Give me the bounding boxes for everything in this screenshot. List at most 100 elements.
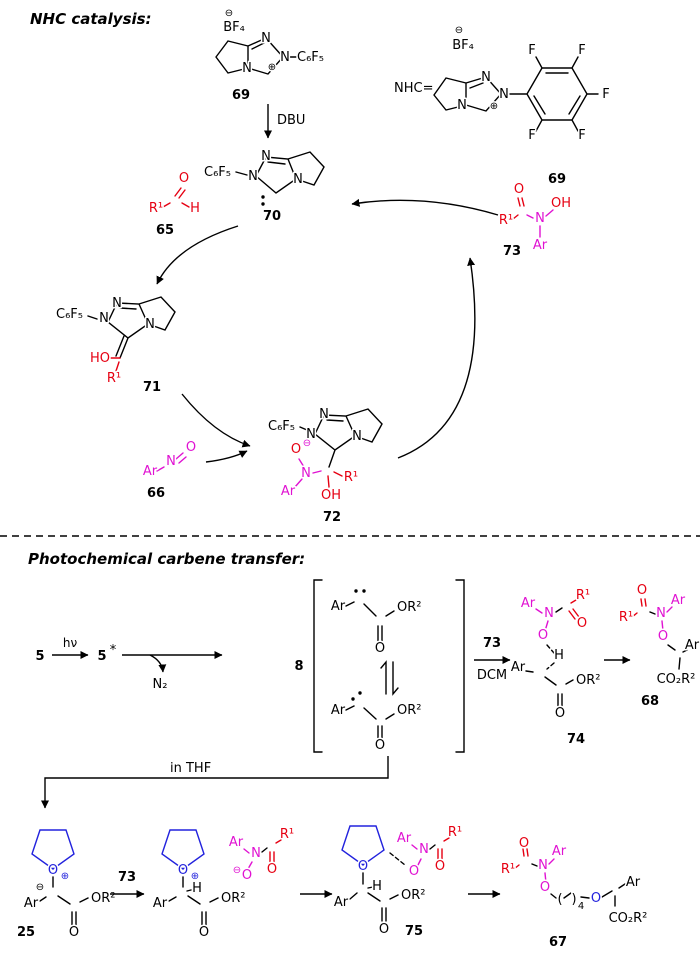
compound-8-bracketed: Ar O OR² Ar O OR² (313, 579, 465, 755)
nitrogen-label: N (301, 466, 311, 481)
nhc-section-title: NHC catalysis: (30, 10, 152, 28)
thf-branch-arrow (41, 756, 389, 809)
oxygen-label: O (48, 863, 58, 878)
minus-charge: ⊖ (303, 438, 311, 449)
compound-67-black-bonds (531, 863, 626, 907)
oxygen-label: O (242, 868, 252, 883)
nitrogen-label: N (242, 61, 252, 76)
nitrogen-label: N (248, 169, 258, 184)
nitrogen-label: N (352, 429, 362, 444)
compound-number-25: 25 (17, 925, 35, 940)
compound-69-skeleton (215, 37, 297, 75)
oxygen-label: O (375, 641, 385, 656)
hydroxyl-label: OH (551, 196, 571, 211)
chain-subscript-4: 4 (578, 901, 584, 912)
aryl-label: Ar (281, 484, 296, 499)
solvent-dcm: DCM (477, 668, 507, 683)
aryl-label: Ar (143, 464, 158, 479)
pentafluorophenyl-label: C₆F₅ (268, 419, 295, 434)
oxygen-label: O (658, 629, 668, 644)
oxide-oxygen-label: O (291, 442, 301, 457)
reagent-hv: hν (63, 636, 78, 650)
nitrogen-label: N (306, 427, 316, 442)
carbene-section: Photochemical carbene transfer: 5 hν 5 *… (15, 549, 700, 952)
compound-74-structure: Ar N R¹ O O H Ar O OR² 74 (509, 587, 602, 749)
compound-number-69: 69 (548, 172, 566, 187)
aryl-label: Ar (397, 831, 412, 846)
aryl-label: Ar (331, 703, 346, 718)
hydroxyl-label: OH (321, 488, 341, 503)
pentafluorophenyl-label: C₆F₅ (56, 307, 83, 322)
hydrogen-label: H (192, 881, 202, 896)
bracket-left (313, 579, 323, 753)
nitrogen-label: N (261, 31, 271, 46)
compound-68-structure: O R¹ N Ar O Ar CO₂R² 68 (617, 582, 700, 711)
compound-69-salt-structure: ⊖ BF₄ N N N ⊕ C₆F₅ 69 (215, 7, 325, 105)
dcm-step: 73 DCM (474, 635, 511, 685)
compound-number-70: 70 (263, 209, 281, 224)
aryl-label: Ar (521, 596, 536, 611)
thf-ring (341, 825, 385, 866)
compound-67-red-bonds (513, 848, 529, 870)
minus-charge: ⊖ (36, 882, 44, 893)
ester-label: OR² (397, 600, 421, 615)
compound-70-skeleton (235, 151, 325, 194)
r1-label: R¹ (576, 588, 590, 603)
aryl-label: Ar (24, 896, 39, 911)
lone-pair-dot (261, 195, 265, 199)
compound-number-73: 73 (503, 244, 521, 259)
plus-charge: ⊕ (268, 62, 276, 73)
singlet-carbene-structure: Ar O OR² (329, 589, 423, 658)
compound-75-structure: O Ar N O R¹ O H Ar O OR² 75 (332, 824, 463, 941)
oxygen-label: O (186, 440, 196, 455)
compound-73-structure: R¹ O N OH Ar 73 (497, 181, 572, 261)
compound-67-structure: O R¹ N Ar O ( ) 4 O Ar CO₂R² 67 (499, 835, 649, 952)
aryl-label: Ar (552, 844, 567, 859)
compound-25-structure: O ⊕ ⊖ Ar O OR² 25 (15, 829, 117, 942)
bf4-counterion: BF₄ (223, 20, 245, 35)
plus-charge: ⊕ (191, 871, 199, 882)
singlet-carbene-skeleton (345, 601, 395, 642)
nitrogen-label: N (261, 149, 271, 164)
minus-charge: ⊖ (455, 25, 463, 36)
compound-75-red-bonds (437, 837, 450, 861)
aryl-label: Ar (685, 638, 700, 653)
aryl-label: Ar (331, 599, 346, 614)
r1-label: R¹ (499, 213, 513, 228)
compound-65-structure: O R¹ H 65 (147, 170, 201, 240)
oxygen-label: O (179, 171, 189, 186)
compound-number-5: 5 (35, 649, 44, 664)
compound-73-magenta-bonds (526, 209, 554, 238)
cycle-arrow-71-to-72 (181, 393, 251, 448)
aryl-label: Ar (229, 835, 244, 850)
oxygen-label: O (555, 706, 565, 721)
nitrogen-label: N (99, 311, 109, 326)
hydroxyl-label: HO (90, 351, 110, 366)
oxygen-label: O (409, 864, 419, 879)
nitrogen-label: N (251, 846, 261, 861)
nhc-section: NHC catalysis: ⊖ BF₄ N N N ⊕ C₆F₅ 69 DBU… (29, 7, 612, 527)
aryl-label: Ar (153, 896, 168, 911)
chain-paren-open: ( (557, 892, 562, 907)
reagent-dbu: DBU (277, 113, 305, 128)
ester-label: CO₂R² (657, 672, 696, 687)
nitrogen-label: N (656, 606, 666, 621)
nitrogen-label: N (280, 50, 290, 65)
excited-state-asterisk: * (110, 643, 117, 658)
fluorine-label: F (578, 43, 585, 58)
ylide-73-step: 73 (110, 869, 145, 898)
compound-74-black-bonds (525, 607, 574, 708)
ester-label: OR² (221, 891, 245, 906)
fluorine-label: F (578, 128, 585, 143)
oxygen-label: O (519, 836, 529, 851)
lone-pair-dot (354, 589, 358, 593)
nitrogen-label: N (145, 317, 155, 332)
compound-66-structure: Ar N O 66 (141, 439, 197, 503)
compound-72-structure: C₆F₅ N N N O ⊖ N Ar OH R¹ 72 (267, 406, 383, 527)
oxygen-label: O (591, 891, 601, 906)
nitrogen-label: N (544, 606, 554, 621)
cycle-arrow-72-to-73 (397, 257, 476, 459)
catalytic-cycle-arrows (156, 198, 499, 463)
oxygen-label: O (540, 880, 550, 895)
compound-72-skeleton (299, 408, 383, 468)
